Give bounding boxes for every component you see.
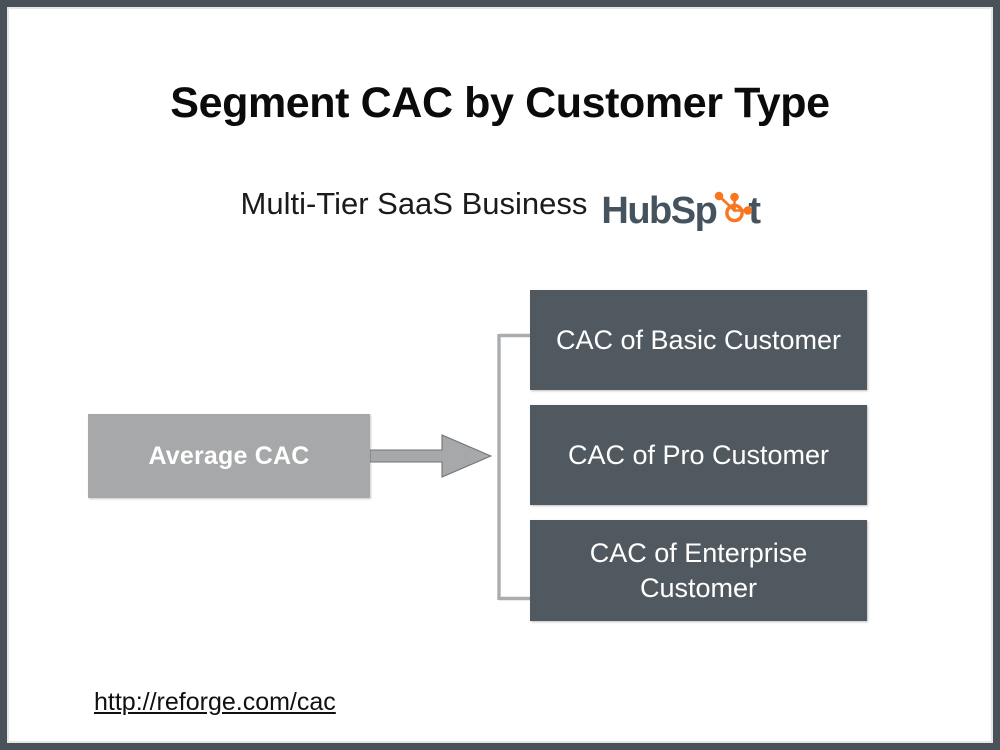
segment-box-enterprise: CAC of Enterprise Customer [530, 520, 867, 621]
hubspot-logo: HubSp t [601, 183, 761, 232]
subtitle-row: Multi-Tier SaaS Business HubSp [9, 180, 991, 232]
hubspot-sprocket-icon [713, 189, 753, 229]
segment-box-basic-label: CAC of Basic Customer [555, 324, 842, 355]
subtitle-text: Multi-Tier SaaS Business [240, 185, 588, 221]
hubspot-wordmark-lead: HubSp [601, 190, 717, 232]
average-cac-box: Average CAC [88, 414, 370, 498]
segment-box-pro: CAC of Pro Customer [530, 405, 867, 505]
segment-box-enterprise-label: CAC of Enterprise Customer [589, 537, 808, 603]
segment-box-pro-label: CAC of Pro Customer [567, 439, 830, 470]
average-cac-label: Average CAC [148, 441, 310, 470]
right-block-arrow-icon [370, 432, 492, 480]
slide-content-area: Segment CAC by Customer Type Multi-Tier … [9, 9, 991, 741]
segment-box-basic: CAC of Basic Customer [530, 290, 867, 390]
page-title: Segment CAC by Customer Type [170, 79, 830, 127]
hubspot-wordmark-tail: t [748, 190, 761, 232]
source-url-link[interactable]: http://reforge.com/cac [94, 688, 336, 716]
